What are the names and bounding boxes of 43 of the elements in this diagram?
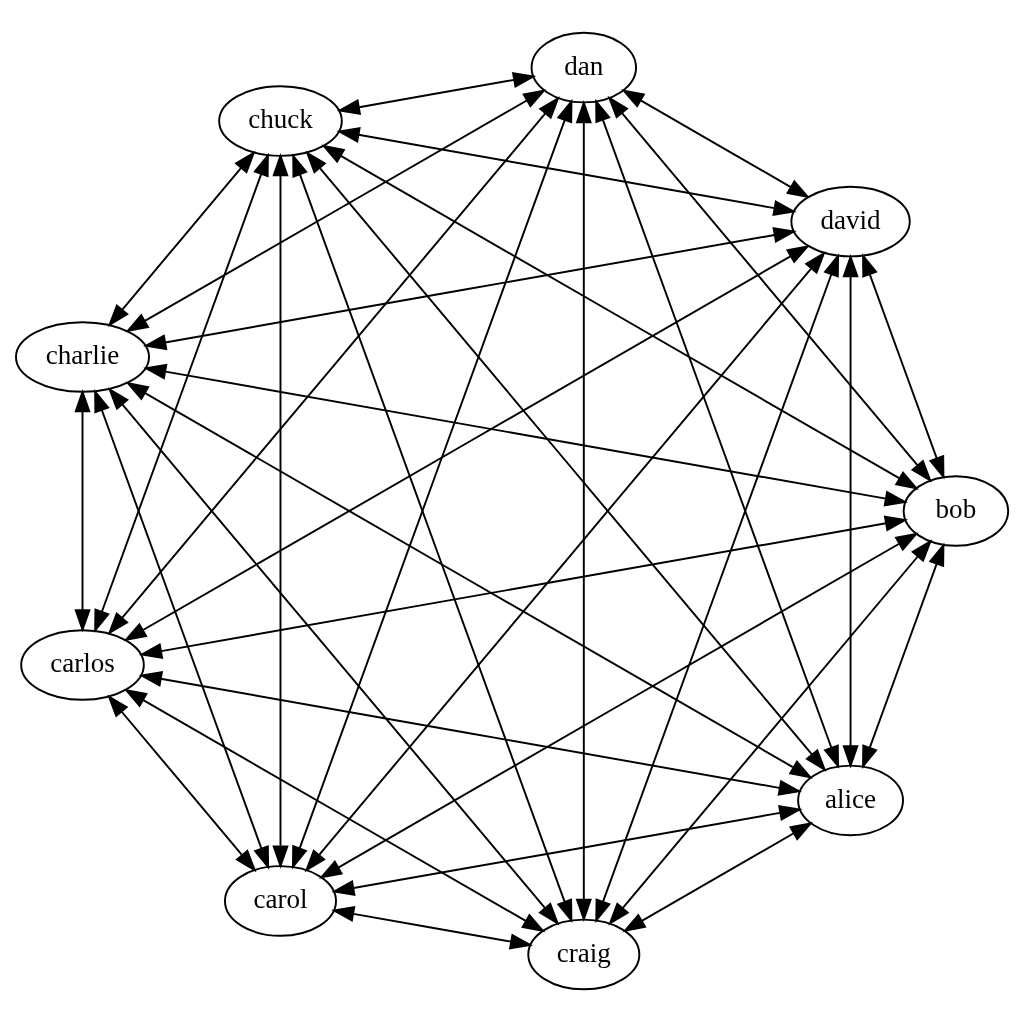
arrow (94, 152, 269, 633)
arrow (607, 95, 933, 483)
arrow (331, 905, 534, 950)
arrow (94, 388, 270, 870)
arrow (125, 381, 813, 779)
arrow (125, 89, 547, 333)
arrow (621, 89, 811, 199)
arrow (107, 150, 256, 327)
arrow (123, 244, 811, 642)
arrow (595, 98, 840, 769)
arrow (143, 363, 908, 507)
arrow (321, 144, 919, 490)
node-ellipse: carol (224, 865, 337, 937)
arrow (331, 804, 803, 896)
arrow (304, 251, 826, 873)
arrow (336, 126, 797, 217)
arrow (862, 542, 945, 769)
node-ellipse: dan (530, 31, 637, 104)
arrow (595, 253, 840, 923)
node-ellipse: chuck (218, 85, 343, 157)
node-ellipse: bob (902, 475, 1010, 547)
node-ellipse: craig (527, 918, 641, 991)
arrow (138, 670, 802, 796)
arrow (862, 253, 945, 480)
arrow (336, 71, 537, 116)
arrow (608, 539, 933, 926)
arrow (305, 150, 827, 772)
node-ellipse: charlie (15, 321, 150, 393)
arrow (318, 532, 919, 879)
arrow (107, 387, 560, 926)
arrow (842, 254, 859, 769)
arrow (139, 515, 909, 660)
arrow (107, 96, 560, 636)
arrow (575, 99, 592, 922)
node-ellipse: carlos (20, 629, 145, 701)
arrow (143, 227, 797, 351)
arrow (107, 694, 257, 873)
node-ellipse: david (790, 185, 911, 258)
arrow (622, 822, 814, 933)
node-ellipse: alice (797, 764, 904, 837)
arrow (272, 153, 289, 869)
arrow (74, 389, 91, 633)
arrow (123, 688, 546, 933)
